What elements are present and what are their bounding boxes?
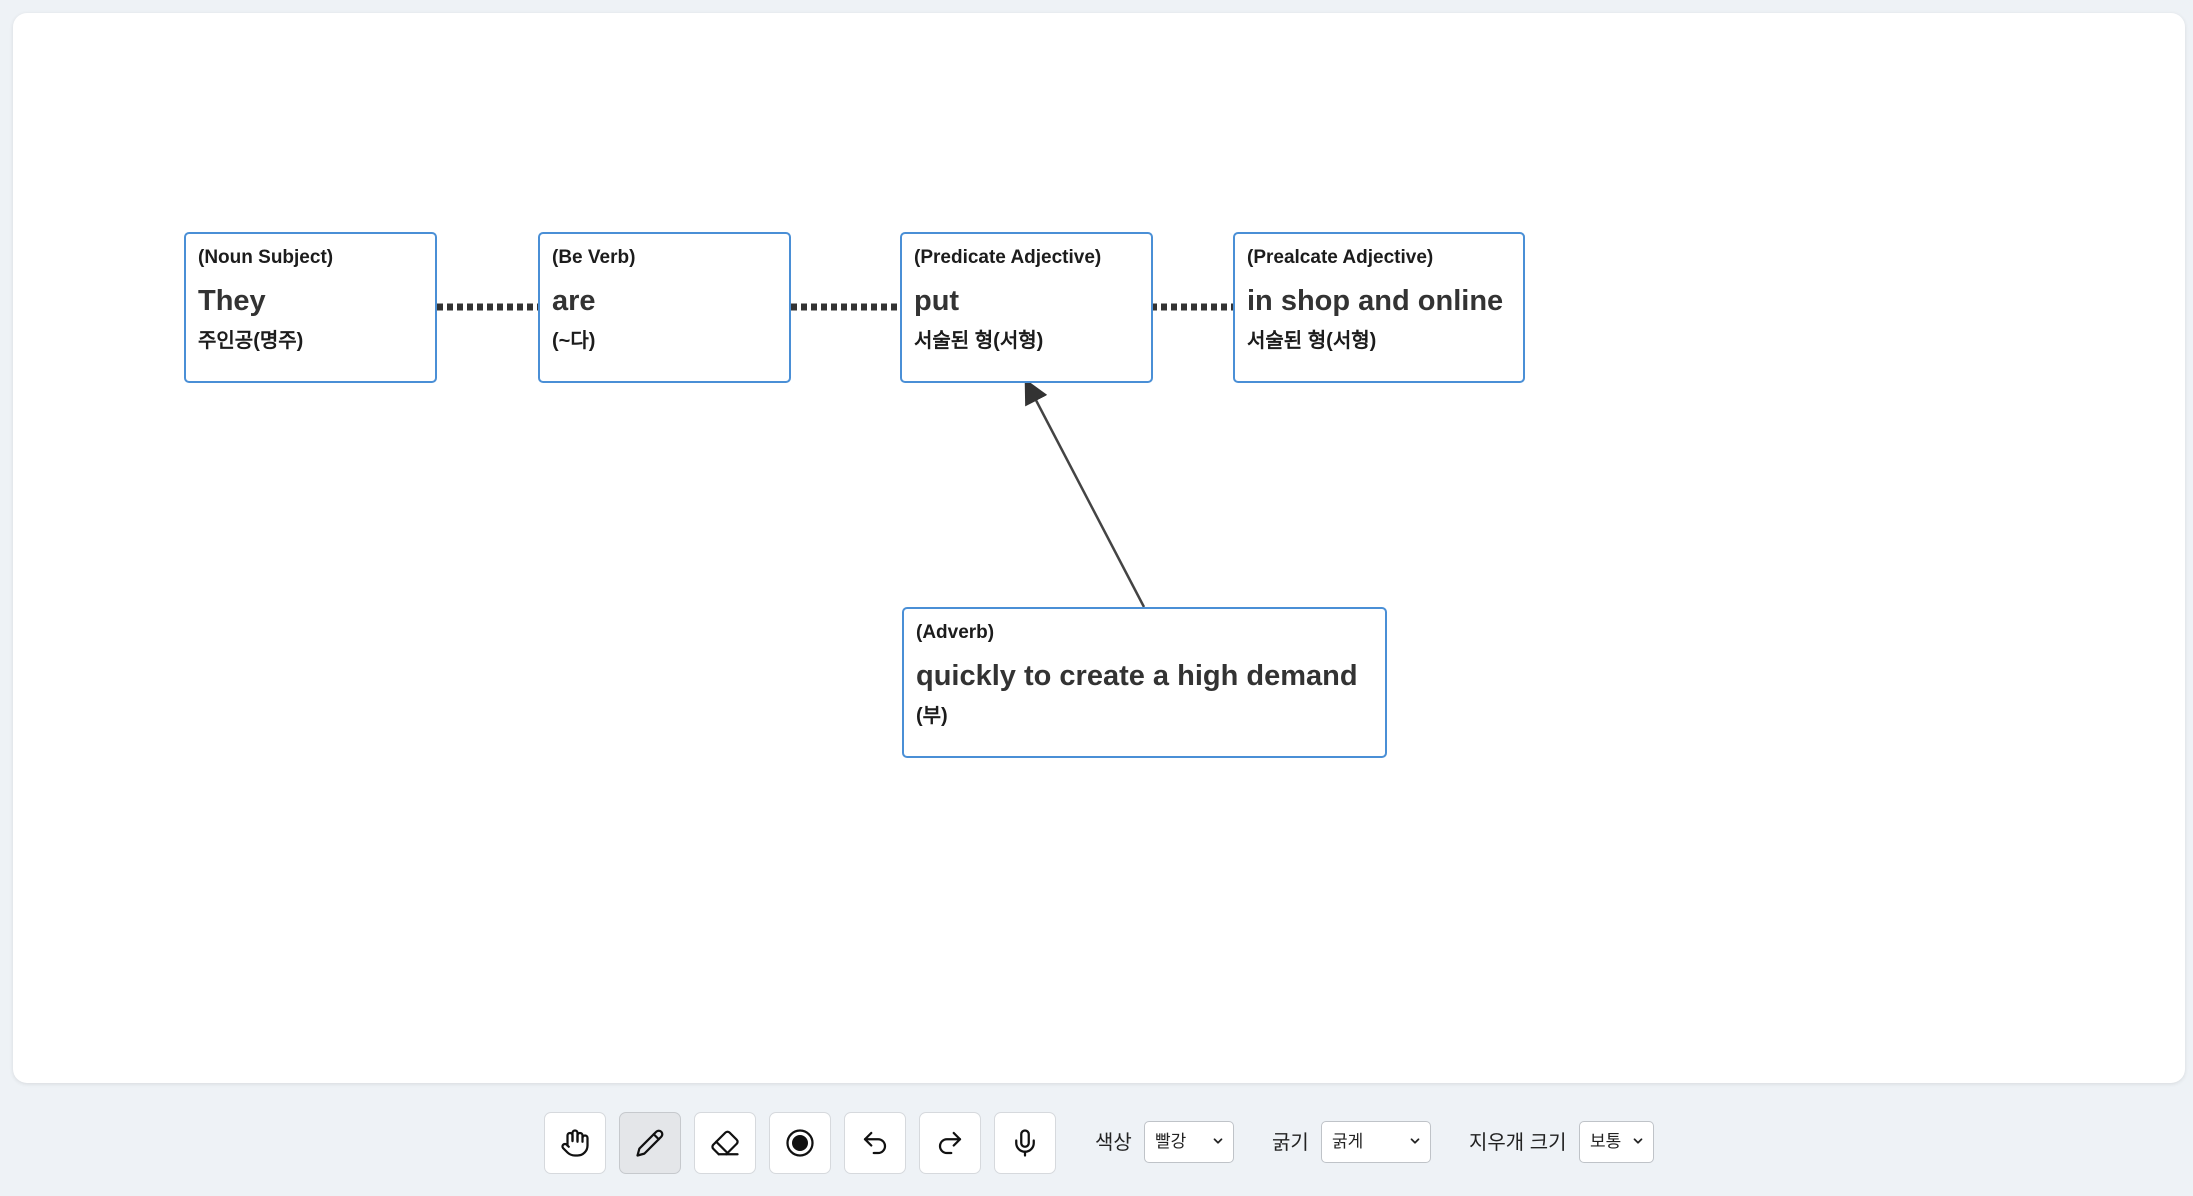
node-role-label: (Be Verb) [552,247,636,268]
node-predicate-adjective[interactable]: (Predicate Adjective) put 서술된 형(서형) [900,232,1153,383]
undo-button[interactable] [844,1112,906,1174]
node-be-verb[interactable]: (Be Verb) are (~다) [538,232,791,383]
node-korean-label: (부) [916,705,948,727]
color-select-value: 빨강 [1155,1132,1187,1151]
redo-icon [938,1131,962,1155]
chevron-down-icon [1213,1138,1223,1144]
node-word: are [552,285,596,317]
node-korean-label: 주인공(명주) [198,330,304,352]
eraser-size-select-value: 보통 [1590,1132,1622,1151]
pencil-icon [636,1129,664,1157]
node-word: They [198,285,266,317]
eraser-tool-button[interactable] [694,1112,756,1174]
hand-icon [561,1129,589,1157]
connector-layer [437,303,1233,608]
arrow-adverb-to-predicate [1024,378,1146,608]
hand-tool-button[interactable] [544,1112,606,1174]
node-adverb[interactable]: (Adverb) quickly to create a high demand… [902,607,1387,758]
chevron-down-icon [1410,1138,1420,1144]
bottom-toolbar: 색상 빨강 굵기 굵게 지우개 크기 보통 [0,1083,2193,1196]
node-korean-label: 서술된 형(서형) [1247,330,1377,352]
pencil-tool-button[interactable] [619,1112,681,1174]
microphone-icon [1015,1129,1035,1157]
eraser-size-label: 지우개 크기 [1469,1132,1567,1154]
node-role-label: (Noun Subject) [198,247,334,268]
thickness-select-value: 굵게 [1332,1132,1364,1151]
eraser-icon [711,1130,739,1156]
color-label: 색상 [1095,1132,1132,1154]
drawing-canvas[interactable]: (Noun Subject) They 주인공(명주) (Be Verb) ar… [13,13,2185,1083]
record-button[interactable] [769,1112,831,1174]
eraser-size-select[interactable]: 보통 [1579,1121,1654,1163]
node-korean-label: (~다) [552,330,596,352]
node-word: in shop and online [1247,285,1504,317]
color-select[interactable]: 빨강 [1144,1121,1234,1163]
node-role-label: (Predicate Adjective) [914,247,1102,268]
chevron-down-icon [1633,1138,1643,1144]
microphone-button[interactable] [994,1112,1056,1174]
thickness-label: 굵기 [1272,1132,1309,1154]
node-role-label: (Prealcate Adjective) [1247,247,1434,268]
node-word: quickly to create a high demand [916,660,1358,692]
record-icon [786,1129,814,1157]
node-prealcate-adjective[interactable]: (Prealcate Adjective) in shop and online… [1233,232,1525,383]
undo-icon [863,1131,887,1155]
redo-button[interactable] [919,1112,981,1174]
node-korean-label: 서술된 형(서형) [914,330,1044,352]
node-noun-subject[interactable]: (Noun Subject) They 주인공(명주) [184,232,437,383]
node-word: put [914,285,960,317]
node-role-label: (Adverb) [916,622,995,643]
thickness-select[interactable]: 굵게 [1321,1121,1431,1163]
